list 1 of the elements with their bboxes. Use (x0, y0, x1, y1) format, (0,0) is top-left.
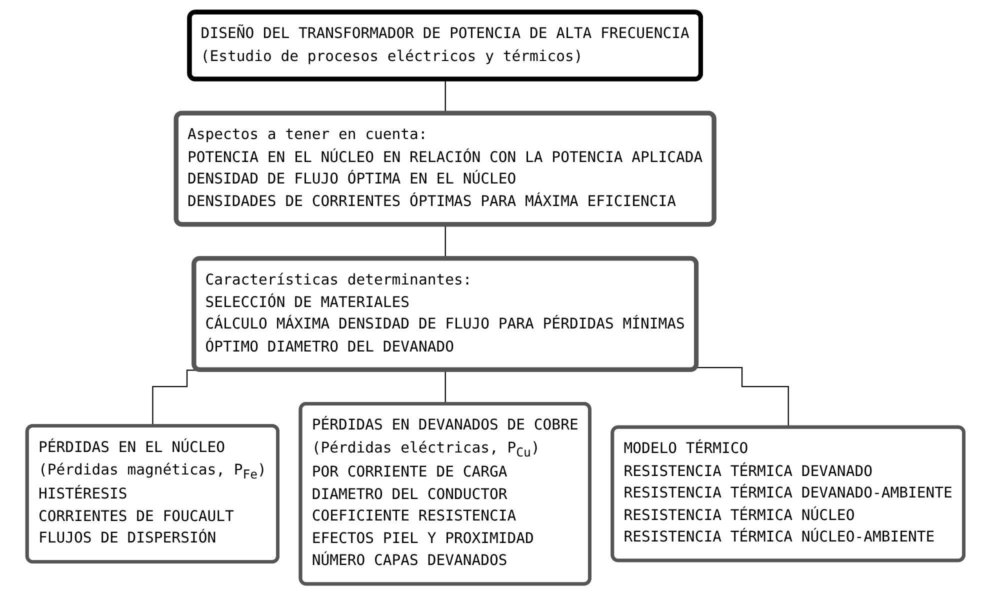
flowchart: DISEÑO DEL TRANSFORMADOR DE POTENCIA DE ALTA FRECUENCIA (Estudio de procesos eléctricos y térmicos) Aspectos a tener en cuenta: POTENCIA EN EL NÚCLEO EN RELACIÓN CON LA POTENCIA APLICADA DENSIDAD DE FLUJO ÓPTIMA EN EL NÚCLEO DENSIDADES DE CORRIENTES ÓPTIMAS PARA MÁXIMA EFICIENCIA Características determinantes: SELECCIÓN DE MATERIALES CÁLCULO MÁXIMA DENSIDAD DE FLUJO PARA PÉRDIDAS MÍNIMAS ÓPTIMO DIAMETRO DEL DEVANADO PÉRDIDAS EN EL NÚCLEO (Pérdidas magnéticas, P$_{Fe}$) HISTÉRESIS CORRIENTES DE FOUCAULT FLUJOS DE DISPERSIÓN PÉRDIDAS EN DEVANADOS DE COBRE (Pérdidas eléctricas, P$_{Cu}$) POR CORRIENTE DE CARGA DIAMETRO DEL CONDUCTOR COEFICIENTE RESISTENCIA EFECTOS PIEL Y PROXIMIDAD NÚMERO CAPAS DEVANADOS MODELO TÉRMICO RESISTENCIA TÉRMICA DEVANADO RESISTENCIA TÉRMICA DEVANADO-AMBIENTE RESISTENCIA TÉRMICA NÚCLEO RESISTENCIA TÉRMICA NÚCLEO-AMBIENTE (18, 2, 973, 592)
